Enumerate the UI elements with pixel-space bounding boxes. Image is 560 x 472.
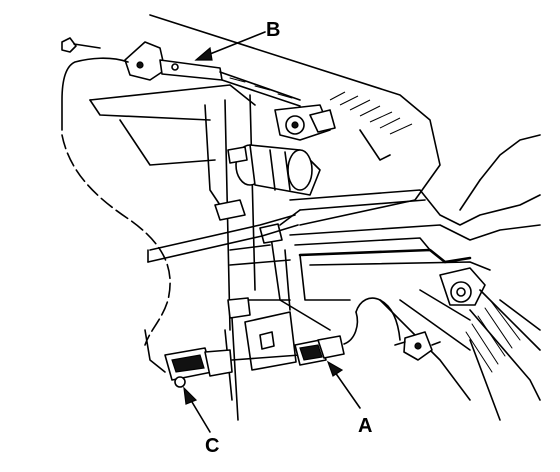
- connector-a: [294, 297, 381, 366]
- sensor-b: [61, 37, 301, 131]
- callout-label-a: A: [358, 415, 372, 437]
- support-rod: [147, 214, 299, 263]
- vent-hatching: [329, 91, 413, 161]
- callout-arrow-b: [194, 31, 266, 61]
- harness-route: [61, 134, 171, 346]
- blower-housing: [279, 134, 541, 421]
- connector-c: [144, 329, 301, 388]
- callout-label-c: C: [205, 435, 219, 457]
- callout-arrow-c: [183, 386, 211, 433]
- harness-wire-right: [379, 299, 401, 341]
- callout-label-b: B: [266, 19, 280, 41]
- ground-bracket: [394, 331, 441, 361]
- callout-arrow-a: [326, 360, 361, 409]
- mount-bracket: [439, 267, 486, 306]
